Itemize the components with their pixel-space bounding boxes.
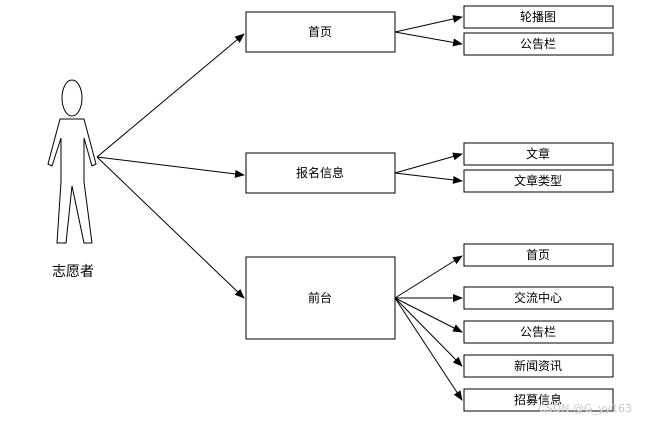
- child-box-news: 新闻资讯: [463, 354, 614, 378]
- watermark-text: CSDN @G_yy163: [538, 402, 632, 415]
- module-box-registration: 报名信息: [245, 152, 396, 194]
- child-label-frontend-home: 首页: [526, 248, 550, 262]
- child-box-frontend-home: 首页: [463, 243, 614, 267]
- child-box-carousel: 轮播图: [463, 5, 614, 29]
- child-label-frontend-notice: 公告栏: [520, 324, 556, 339]
- child-label-article: 文章: [526, 146, 550, 161]
- module-label-registration: 报名信息: [296, 165, 344, 180]
- actor-figure: [47, 79, 97, 244]
- child-label-recruitment: 招募信息: [514, 392, 562, 407]
- child-label-news: 新闻资讯: [514, 358, 562, 373]
- actor-label: 志愿者: [52, 264, 94, 280]
- module-frontend-edges: [394, 255, 463, 401]
- actor-edges: [96, 33, 245, 299]
- module-box-frontend: 前台: [245, 256, 396, 340]
- module-label-home: 首页: [308, 25, 332, 39]
- module-registration-edges: [394, 152, 463, 184]
- child-box-article-type: 文章类型: [463, 169, 614, 193]
- module-box-home: 首页: [245, 11, 396, 53]
- child-label-notice-board: 公告栏: [520, 36, 556, 51]
- child-box-notice-board: 公告栏: [463, 32, 614, 56]
- module-home-edges: [394, 15, 463, 47]
- child-box-frontend-notice: 公告栏: [463, 320, 614, 344]
- child-box-recruitment: 招募信息: [463, 388, 614, 412]
- child-label-exchange-center: 交流中心: [514, 290, 562, 305]
- edge-actor-to-module-2: [96, 156, 245, 178]
- child-box-exchange-center: 交流中心: [463, 286, 614, 310]
- edge-actor-to-module-3: [96, 156, 245, 299]
- edge-actor-to-module-1: [96, 33, 245, 158]
- child-box-article: 文章: [463, 142, 614, 166]
- child-label-article-type: 文章类型: [514, 173, 562, 188]
- module-label-frontend: 前台: [308, 290, 332, 305]
- child-label-carousel: 轮播图: [520, 10, 556, 24]
